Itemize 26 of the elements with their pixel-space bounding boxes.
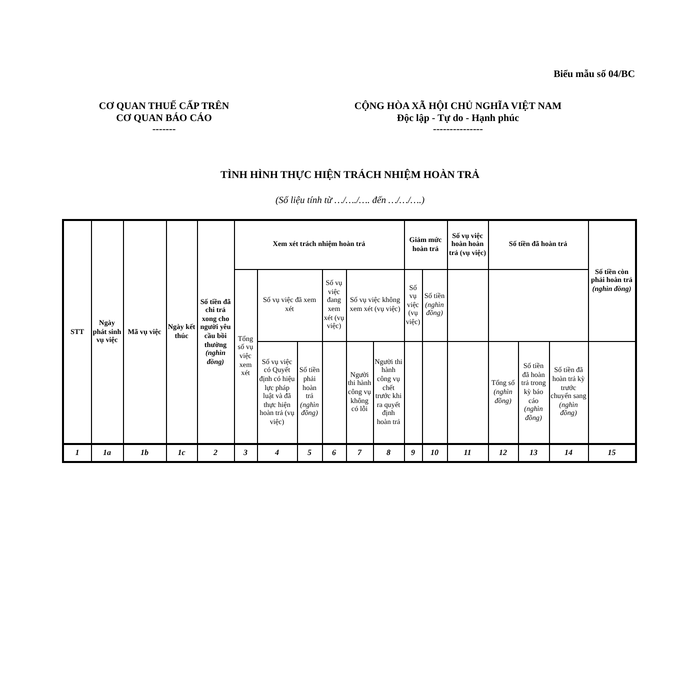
column-number: 7	[346, 444, 373, 462]
agency-name: CƠ QUAN THUẾ CẤP TRÊN	[98, 101, 230, 112]
agency-name: CƠ QUAN BÁO CÁO	[115, 113, 213, 125]
column-number: 1b	[123, 444, 166, 462]
report-title: TÌNH HÌNH THỰC HIỆN TRÁCH NHIỆM HOÀN TRẢ	[220, 170, 480, 182]
column-number: 6	[322, 444, 346, 462]
column-number: 9	[404, 444, 422, 462]
column-number: 1a	[91, 444, 123, 462]
separator-rule: -------	[151, 124, 177, 136]
column-number: 5	[297, 444, 322, 462]
column-number: 14	[549, 444, 588, 462]
column-number: 1c	[166, 444, 197, 462]
column-number: 4	[257, 444, 297, 462]
national-title: CỘNG HÒA XÃ HỘI CHỦ NGHĨA VIỆT NAM	[353, 101, 563, 113]
column-number: 10	[422, 444, 448, 462]
form-number: Biểu mẫu số 04/BC	[554, 69, 635, 81]
column-number: 13	[518, 444, 550, 462]
column-number: 3	[234, 444, 257, 462]
separator-rule: ---------------	[432, 124, 484, 136]
reporting-period: (Số liệu tính từ …/…./…. đến …/…/….)	[274, 195, 426, 207]
column-number: 8	[373, 444, 404, 462]
column-number: 1	[63, 444, 91, 462]
national-motto: Độc lập - Tự do - Hạnh phúc	[396, 113, 520, 125]
column-number: 11	[447, 444, 488, 462]
column-number: 2	[197, 444, 234, 462]
column-number: 12	[488, 444, 518, 462]
